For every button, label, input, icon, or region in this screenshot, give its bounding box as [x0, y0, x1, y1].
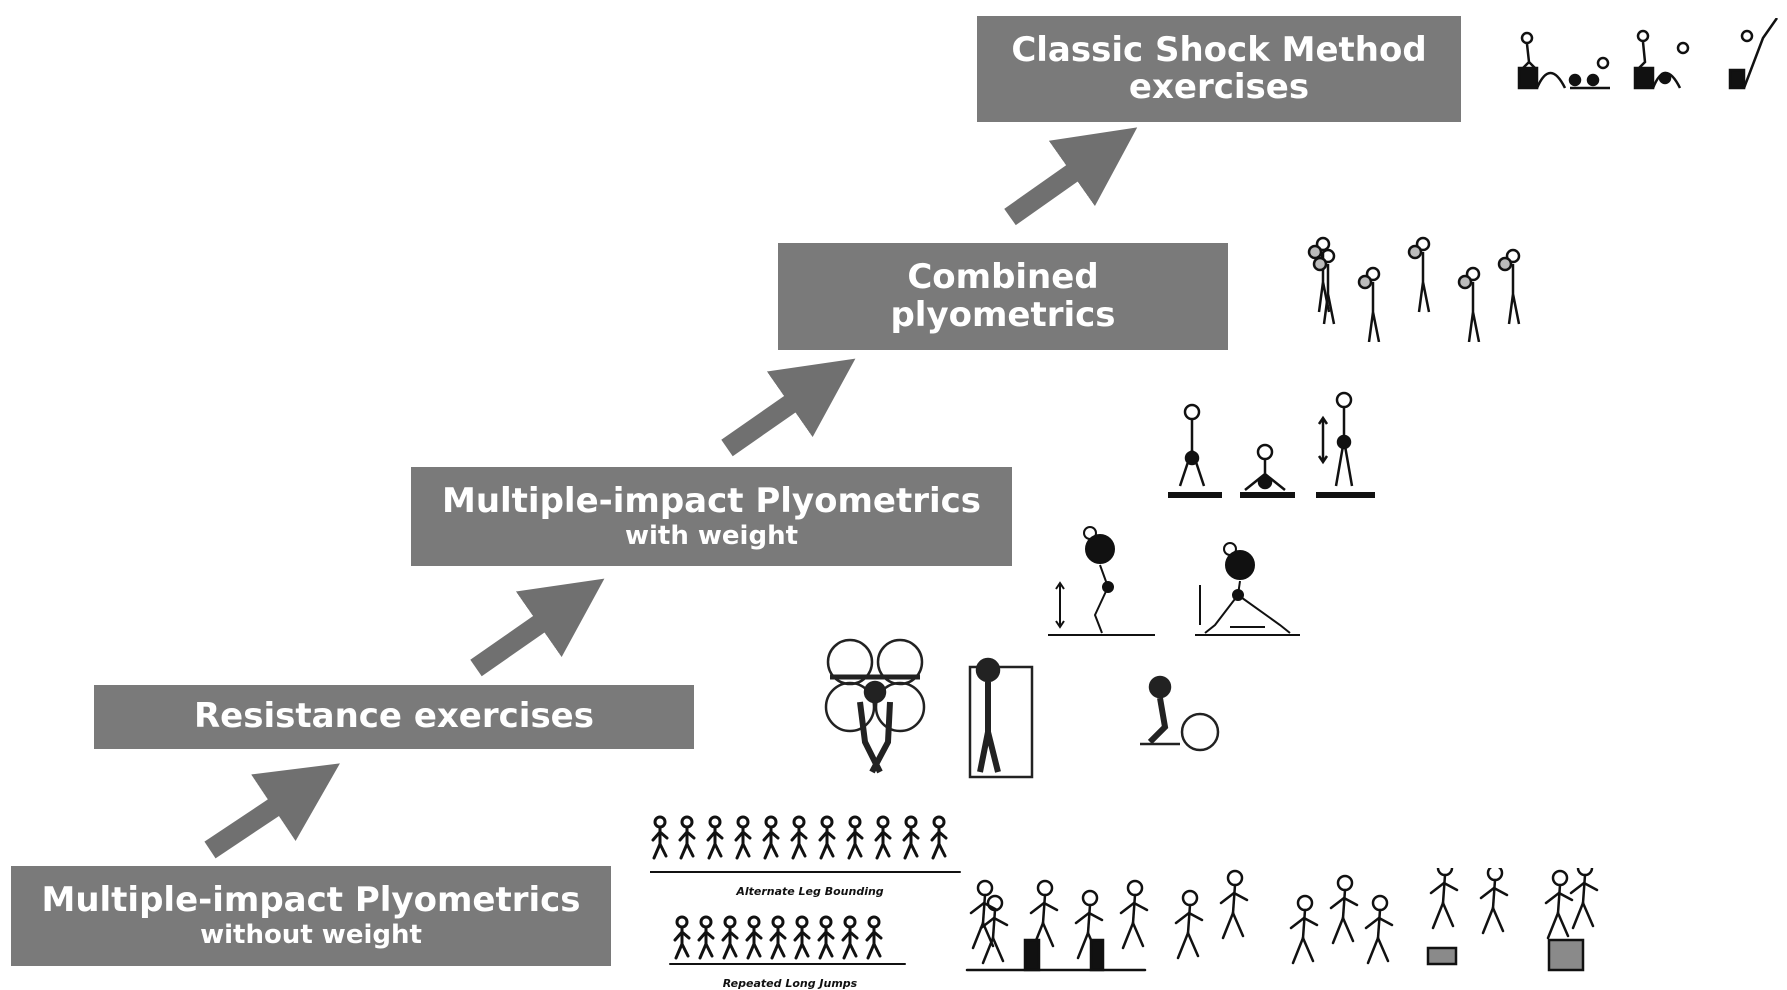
athlete-figure-icon: [650, 815, 961, 965]
arrow-up-right-icon: [470, 578, 605, 677]
caption-bounding: Alternate Leg Bounding: [736, 885, 884, 898]
barbell-icon: [824, 638, 1220, 779]
stage-title: Multiple-impact Plyometrics: [441, 480, 982, 521]
stage-box-without-weight: Multiple-impact Plyometrics without weig…: [11, 866, 611, 966]
stage-subtitle: plyometrics: [890, 294, 1116, 335]
arrow-up-right-icon: [1004, 127, 1138, 226]
stage-title: Classic Shock Method: [1011, 29, 1427, 70]
arrow-up-right-icon: [204, 763, 340, 859]
stage-box-shock-method: Classic Shock Method exercises: [977, 16, 1461, 122]
athlete-figure-icon: [1307, 236, 1521, 342]
stage-title: Combined: [907, 257, 1099, 298]
plyo-box-icon: [1517, 18, 1779, 90]
stage-subtitle: exercises: [1128, 67, 1310, 107]
box-jump-figures: [965, 868, 1599, 972]
weighted-drop-figures: [1048, 526, 1300, 636]
stage-box-combined: Combined plyometrics: [778, 243, 1228, 350]
stage-title: Multiple-impact Plyometrics: [41, 880, 581, 920]
kettlebell-icon: [1168, 391, 1375, 498]
stage-box-with-weight: Multiple-impact Plyometrics with weight: [411, 467, 1012, 566]
stage-box-resistance: Resistance exercises: [94, 685, 694, 749]
stage-subtitle: with weight: [624, 520, 799, 551]
caption-long-jumps: Repeated Long Jumps: [722, 977, 858, 990]
stage-subtitle: without weight: [200, 920, 422, 951]
arrow-up-right-icon: [721, 358, 856, 457]
stage-title: Resistance exercises: [194, 696, 594, 737]
